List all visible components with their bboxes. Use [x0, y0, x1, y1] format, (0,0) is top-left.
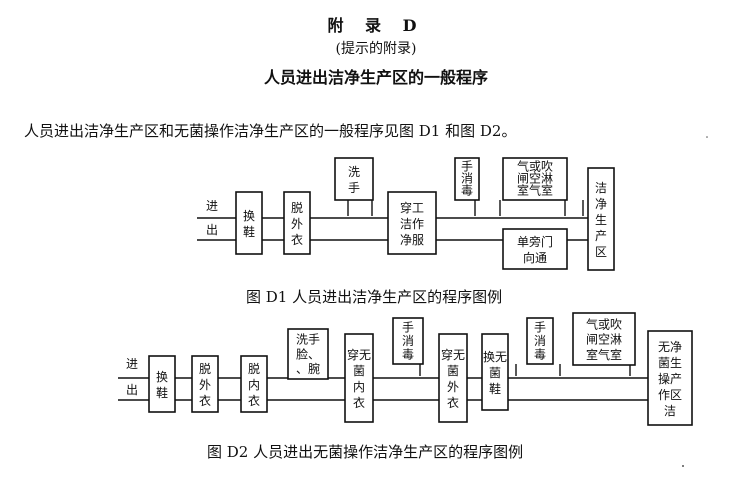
d2-step-label: 外 [199, 378, 211, 392]
d2-step-label: 脱 [248, 361, 260, 376]
figure-d2-diagram: 进 出 换鞋脱外衣脱内衣洗手脸、、腕穿无菌内衣手消毒穿无菌外衣换无菌鞋手消毒气或… [118, 312, 693, 426]
d1-step-label: 净服 [400, 233, 424, 247]
d2-step-box [392, 317, 424, 365]
d1-step-label: 鞋 [243, 224, 255, 239]
d2-step-label: 气或吹 [586, 316, 622, 331]
d1-step-label: 消 [461, 172, 473, 186]
d1-in-label: 进 [206, 199, 218, 213]
d2-step-label: 穿无 [347, 347, 371, 362]
d2-step-label: 消 [402, 334, 414, 348]
intro-paragraph: 人员进出洁净生产区和无菌操作洁净生产区的一般程序见图 D1 和图 D2。 [24, 122, 517, 140]
d2-step-label: 菌生 [658, 356, 682, 370]
d2-step-box [572, 312, 636, 366]
d2-step-label: 毒 [402, 347, 414, 361]
d2-step-box [148, 355, 176, 413]
d2-step-label: 、腕 [296, 361, 320, 376]
d1-step-label: 室气室 [517, 183, 553, 198]
d1-step-label: 手 [461, 160, 473, 174]
d2-step-label: 菌 [353, 364, 365, 378]
d2-step-label: 换无 [483, 350, 507, 364]
d2-step-box [438, 333, 468, 423]
d1-step-label: 净 [595, 197, 607, 211]
appendix-heading: 人员进出洁净生产区的一般程序 [263, 68, 488, 87]
d2-step-label: 消 [534, 334, 546, 348]
d2-step-label: 菌 [489, 366, 501, 380]
d1-step-box [454, 157, 480, 201]
d2-step-label: 手 [534, 321, 546, 335]
d2-step-box [191, 355, 219, 413]
d2-step-box [344, 333, 374, 423]
d2-step-label: 内 [248, 378, 260, 392]
d1-step-box [587, 167, 615, 271]
d2-step-label: 衣 [199, 393, 211, 408]
d2-in-label: 进 [126, 357, 138, 371]
d2-step-box [240, 355, 268, 413]
d2-step-label: 洁 [664, 404, 676, 418]
d1-step-box [334, 157, 374, 201]
d1-step-label: 产 [595, 229, 607, 243]
d2-step-label: 外 [447, 380, 459, 394]
d1-step-label: 洁 [595, 181, 607, 195]
d1-step-label: 单旁门 [517, 234, 553, 249]
d1-step-label: 洗 [348, 165, 360, 179]
d2-step-label: 内 [353, 380, 365, 394]
d1-step-label: 换 [243, 209, 255, 223]
d2-step-label: 脸、 [296, 347, 320, 361]
d1-step-label: 洁作 [400, 217, 424, 231]
d1-step-label: 区 [595, 245, 607, 259]
d2-step-label: 手 [402, 321, 414, 335]
scan-speck [706, 136, 708, 138]
d1-step-box [283, 191, 311, 255]
d1-step-label: 衣 [291, 232, 303, 247]
d2-step-label: 毒 [534, 347, 546, 361]
d2-step-box [481, 333, 509, 411]
d2-step-label: 换 [156, 370, 168, 384]
d2-step-box [526, 317, 554, 365]
d2-step-label: 室气室 [586, 347, 622, 362]
d2-step-label: 穿无 [441, 347, 465, 362]
d2-step-label: 脱 [199, 361, 211, 376]
d1-step-label: 外 [291, 217, 303, 231]
d2-step-label: 衣 [353, 395, 365, 410]
d1-step-label: 闸空淋 [517, 172, 553, 186]
d1-step-label: 气或吹 [517, 159, 553, 174]
d1-step-label: 毒 [461, 184, 473, 198]
figure-d2-caption: 图 D2 人员进出无菌操作洁净生产区的程序图例 [207, 443, 524, 461]
d1-step-box [502, 157, 568, 201]
d1-step-label: 手 [348, 181, 360, 195]
d2-step-label: 鞋 [156, 385, 168, 400]
scan-speck-2 [682, 465, 684, 467]
d2-step-label: 洗手 [296, 333, 320, 347]
d1-step-box [387, 191, 437, 255]
d2-step-box [647, 330, 693, 426]
d2-step-label: 衣 [447, 395, 459, 410]
d1-step-label: 向通 [523, 250, 547, 265]
d2-step-label: 作区 [658, 388, 682, 402]
d2-step-label: 菌 [447, 364, 459, 378]
d1-step-label: 生 [595, 213, 607, 227]
appendix-subtitle: (提示的附录) [335, 41, 417, 57]
d2-out-label: 出 [126, 383, 138, 397]
d1-step-label: 脱 [291, 200, 303, 215]
d2-step-label: 无净 [658, 340, 682, 354]
d2-step-box [287, 328, 329, 380]
d2-step-label: 闸空淋 [586, 333, 622, 347]
d2-step-label: 鞋 [489, 381, 501, 396]
d2-step-label: 操产 [658, 371, 682, 386]
d1-out-label: 出 [206, 223, 218, 237]
figure-d1-caption: 图 D1 人员进出洁净生产区的程序图例 [246, 288, 503, 306]
d1-step-box [235, 191, 263, 255]
d2-step-label: 衣 [248, 393, 260, 408]
appendix-title: 附 录 D [327, 16, 425, 35]
d1-step-box [502, 228, 568, 270]
d1-step-label: 穿工 [400, 200, 424, 215]
